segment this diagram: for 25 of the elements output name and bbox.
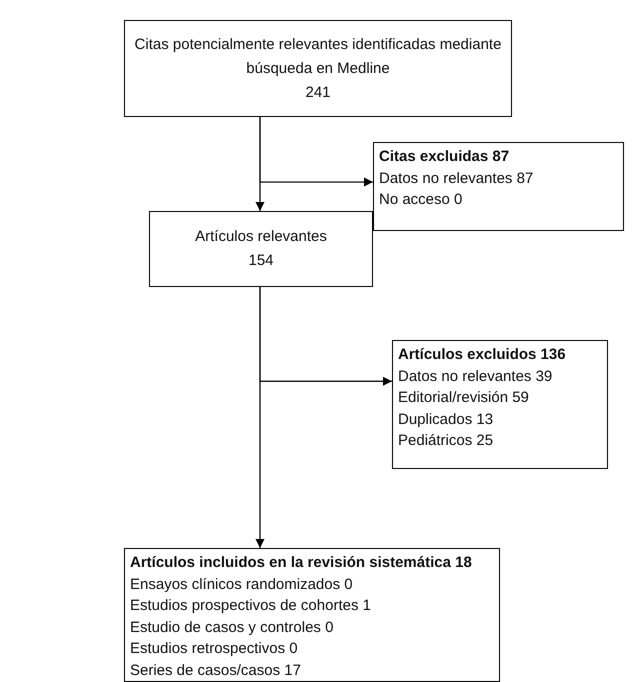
- count-text: 241: [305, 82, 331, 102]
- list-item: No acceso 0: [379, 190, 464, 210]
- list-item: Estudio de casos y controles 0: [130, 618, 334, 638]
- flow-box: [124, 548, 500, 682]
- list-item: Editorial/revisión 59: [398, 388, 530, 408]
- list-item: Estudios retrospectivos 0: [130, 639, 299, 659]
- box-heading: Artículos incluidos en la revisión sistemática 18: [130, 553, 473, 573]
- list-item: Datos no relevantes 87: [379, 168, 534, 188]
- arrow: [259, 287, 392, 386]
- flow-box: [373, 142, 624, 231]
- list-item: Duplicados 13: [398, 410, 494, 430]
- list-item: Estudios prospectivos de cohortes 1: [130, 596, 372, 616]
- list-item: Series de casos/casos 17: [130, 660, 302, 680]
- box-heading: Artículos excluidos 136: [398, 345, 567, 365]
- box-text: Citas potencialmente relevantes identificadas mediante búsqueda en Medline: [134, 34, 502, 78]
- list-item: Ensayos clínicos randomizados 0: [130, 574, 354, 594]
- flow-box: [392, 340, 608, 469]
- flow-box: [149, 211, 373, 287]
- count-text: 154: [248, 251, 274, 271]
- arrow: [259, 117, 373, 187]
- flow-box: [124, 20, 512, 117]
- list-item: Datos no relevantes 39: [398, 366, 554, 386]
- list-item: Pediátricos 25: [398, 431, 494, 451]
- box-heading: Citas excluidas 87: [379, 147, 510, 167]
- box-text: Artículos relevantes: [195, 227, 327, 247]
